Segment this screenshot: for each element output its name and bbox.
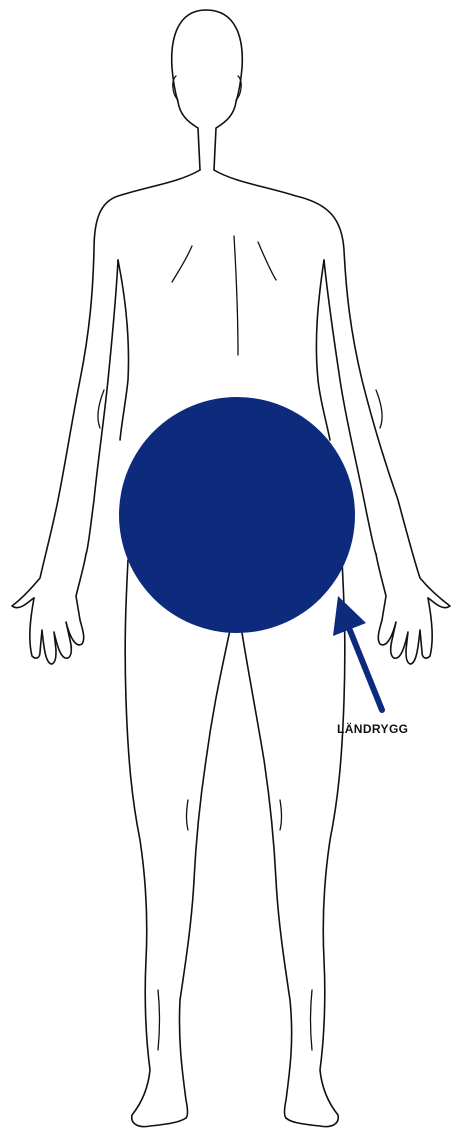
region-label: LÄNDRYGG	[337, 721, 408, 736]
head-outline	[172, 10, 243, 170]
legs-outline	[125, 560, 345, 1127]
pointer-arrow	[333, 596, 382, 710]
lower-back-highlight	[119, 397, 355, 633]
